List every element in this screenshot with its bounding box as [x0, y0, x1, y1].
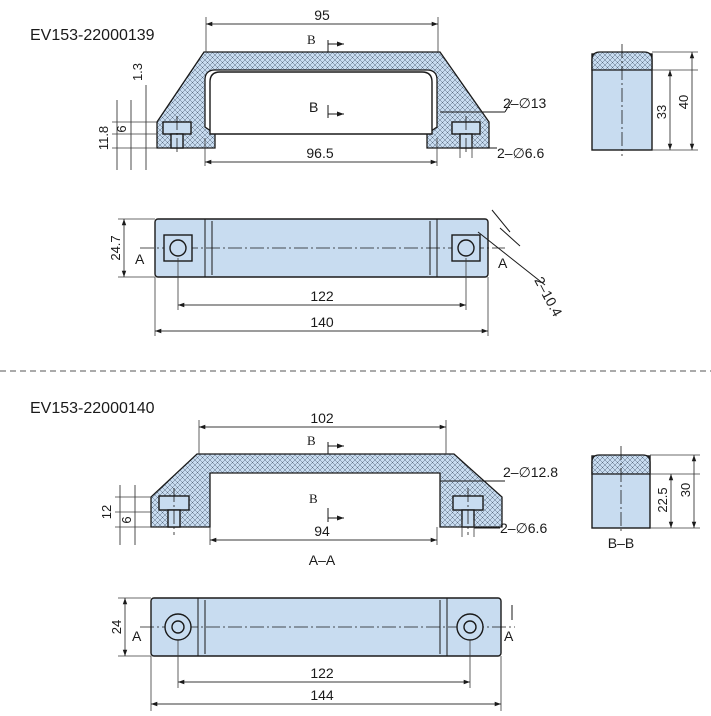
model-2-view-label-bb: B–B [608, 535, 634, 551]
model-2-dim-side-total: 30 [678, 483, 693, 497]
model-2-section-a-right: A [504, 628, 514, 644]
model-2-section-a-left: A [132, 628, 142, 644]
model-2-handle-section [150, 453, 503, 528]
model-1-right-hole [457, 239, 475, 257]
model-1-section-b-bottom: B [309, 99, 318, 115]
model-1-section-a-left: A [135, 251, 145, 267]
model-2-dim-top-width: 102 [310, 410, 334, 426]
model-1-handle-section [156, 51, 490, 149]
model-2-group: EV153-22000140 B B 102 94 A–A [30, 400, 700, 711]
model-1-dim-side-inner: 33 [654, 105, 669, 119]
model-2-dim-side-inner: 22.5 [655, 487, 670, 512]
model-1-section-a-right: A [498, 255, 508, 271]
model-2-plan-view: A A 24 122 144 [109, 597, 515, 711]
model-2-side-view: 22.5 30 B–B [591, 446, 700, 551]
model-1-section-b-top: B [307, 32, 316, 47]
model-1-dim-top-width: 95 [314, 7, 330, 23]
model-1-dim-bottom-span: 96.5 [306, 145, 333, 161]
model-1-code: EV153-22000139 [30, 27, 155, 44]
model-1-dim-plan-width: 24.7 [108, 235, 123, 260]
model-2-left-hole [171, 620, 185, 634]
model-1-dim-wall: 1.3 [130, 63, 145, 81]
model-2-dim-plan-pitch: 122 [310, 665, 334, 681]
model-1-dim-wrench: 2–10.4 [531, 274, 565, 320]
model-2-view-label-aa: A–A [309, 552, 336, 568]
model-1-dim-counterbore: 2–∅13 [503, 95, 547, 111]
model-2-dim-counterbore: 2–∅12.8 [503, 464, 558, 480]
model-2-dim-plan-width: 24 [109, 620, 124, 634]
model-1-dim-plan-pitch: 122 [310, 288, 334, 304]
model-1-dim-plan-length: 140 [310, 314, 334, 330]
model-2-dim-plan-length: 144 [310, 687, 334, 703]
model-1-inner-cavity [209, 71, 433, 135]
model-2-dim-thru-hole: 2–∅6.6 [500, 520, 547, 536]
model-1-dim-thru-hole: 2–∅6.6 [497, 145, 544, 161]
model-1-group: EV153-22000139 B B 95 [30, 7, 698, 336]
model-2-code: EV153-22000140 [30, 400, 155, 417]
model-2-section-b-bottom: B [309, 491, 318, 506]
model-1-dim-height-total: 11.8 [96, 126, 111, 150]
model-2-dim-height-step: 6 [119, 516, 134, 523]
model-2-right-hole [463, 620, 477, 634]
model-2-dim-bottom-span: 94 [314, 523, 330, 539]
model-1-side-view: 33 40 [591, 44, 698, 156]
model-1-dim-side-total: 40 [676, 95, 691, 109]
model-1-dim-height-step: 6 [114, 125, 129, 132]
model-2-dim-height-total: 12 [99, 505, 114, 519]
model-1-left-hole [169, 239, 187, 257]
model-1-front-view: B B 95 96.5 2–∅13 2–∅6.6 [96, 7, 547, 170]
model-1-plan-view: A A 24.7 122 140 2–10.4 [108, 209, 566, 336]
model-2-section-b-top: B [307, 433, 316, 448]
model-2-front-view: B B 102 94 A–A 2–∅12.8 2–∅6.6 12 [99, 410, 558, 568]
